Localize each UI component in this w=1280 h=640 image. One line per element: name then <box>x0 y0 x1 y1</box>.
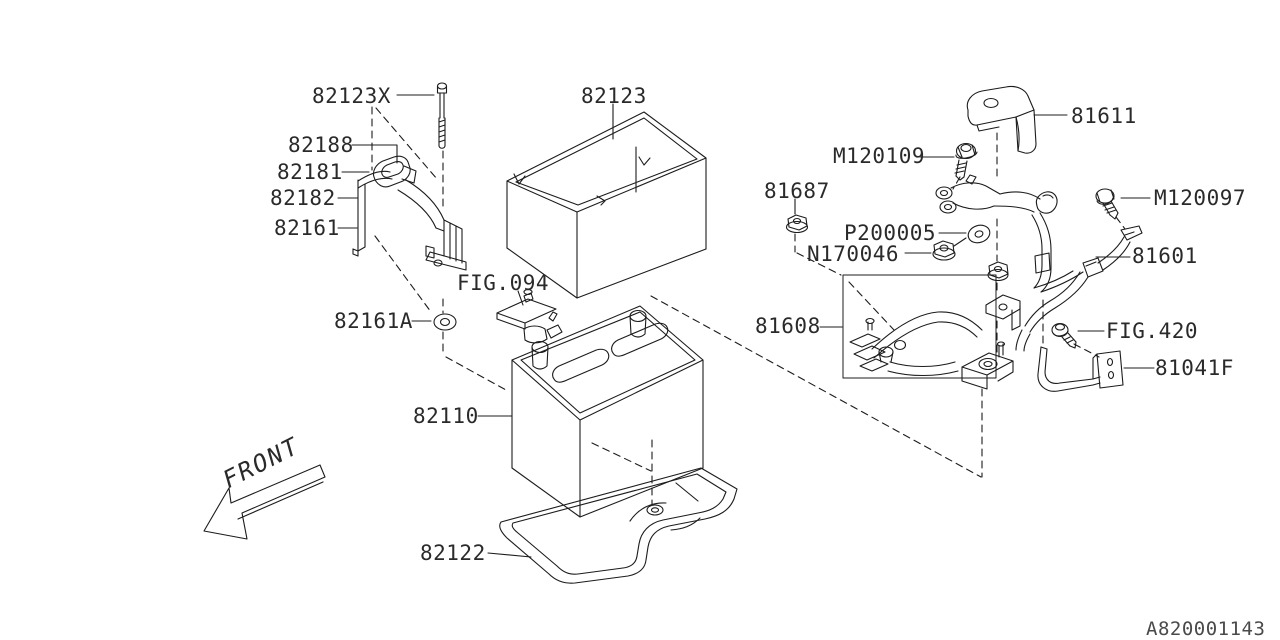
part-label-p200005[interactable]: P200005 <box>844 221 937 245</box>
leader-lines <box>337 94 1155 558</box>
nut-n170046-drawing <box>932 240 956 261</box>
part-label-n170046[interactable]: N170046 <box>807 242 900 266</box>
fig-ref-label-420[interactable]: FIG.420 <box>1106 319 1199 343</box>
part-label-82110[interactable]: 82110 <box>413 404 479 428</box>
harness-stud-nut-drawing <box>987 261 1009 282</box>
part-label-82123x[interactable]: 82123X <box>312 84 391 108</box>
battery-box-drawing <box>506 111 707 299</box>
part-label-82161[interactable]: 82161 <box>274 216 340 240</box>
part-label-81611[interactable]: 81611 <box>1071 104 1137 128</box>
battery-drawing <box>511 305 704 518</box>
grommet-washer-drawing <box>433 313 457 331</box>
part-label-82188[interactable]: 82188 <box>288 133 354 157</box>
diagram-code: A820001143 <box>1146 618 1266 640</box>
fig094-terminal-clamp-drawing <box>496 288 563 344</box>
washer-p200005-drawing <box>967 224 991 244</box>
part-label-82122[interactable]: 82122 <box>420 541 486 565</box>
fig-ref-label-094[interactable]: FIG.094 <box>457 271 550 295</box>
part-label-m120097[interactable]: M120097 <box>1154 186 1247 210</box>
fig420-screw-drawing <box>1051 322 1077 349</box>
part-label-81601[interactable]: 81601 <box>1132 244 1198 268</box>
part-label-82161a[interactable]: 82161A <box>334 309 413 333</box>
part-label-m120109[interactable]: M120109 <box>833 144 926 168</box>
bolt-m120097-drawing <box>1095 188 1119 220</box>
bracket-81041f-drawing <box>1037 346 1124 392</box>
dashed-reference-lines <box>371 106 1126 505</box>
part-label-81041f[interactable]: 81041F <box>1155 356 1234 380</box>
battery-tray-drawing <box>499 467 738 584</box>
battery-cable-assembly-drawing <box>842 174 1143 390</box>
nut-81687-drawing <box>785 214 809 234</box>
battery-holder-bracket-drawing <box>352 155 467 271</box>
terminal-cover-drawing <box>966 85 1037 154</box>
bolt-m120109-drawing <box>954 142 978 181</box>
part-label-81687[interactable]: 81687 <box>764 179 830 203</box>
front-arrow <box>203 464 326 540</box>
part-label-82181[interactable]: 82181 <box>277 160 343 184</box>
part-label-81608[interactable]: 81608 <box>755 314 821 338</box>
part-label-82123[interactable]: 82123 <box>581 84 647 108</box>
assembly-bounding-box <box>842 274 997 379</box>
hold-down-rod-drawing <box>436 82 448 149</box>
part-label-82182[interactable]: 82182 <box>270 186 336 210</box>
